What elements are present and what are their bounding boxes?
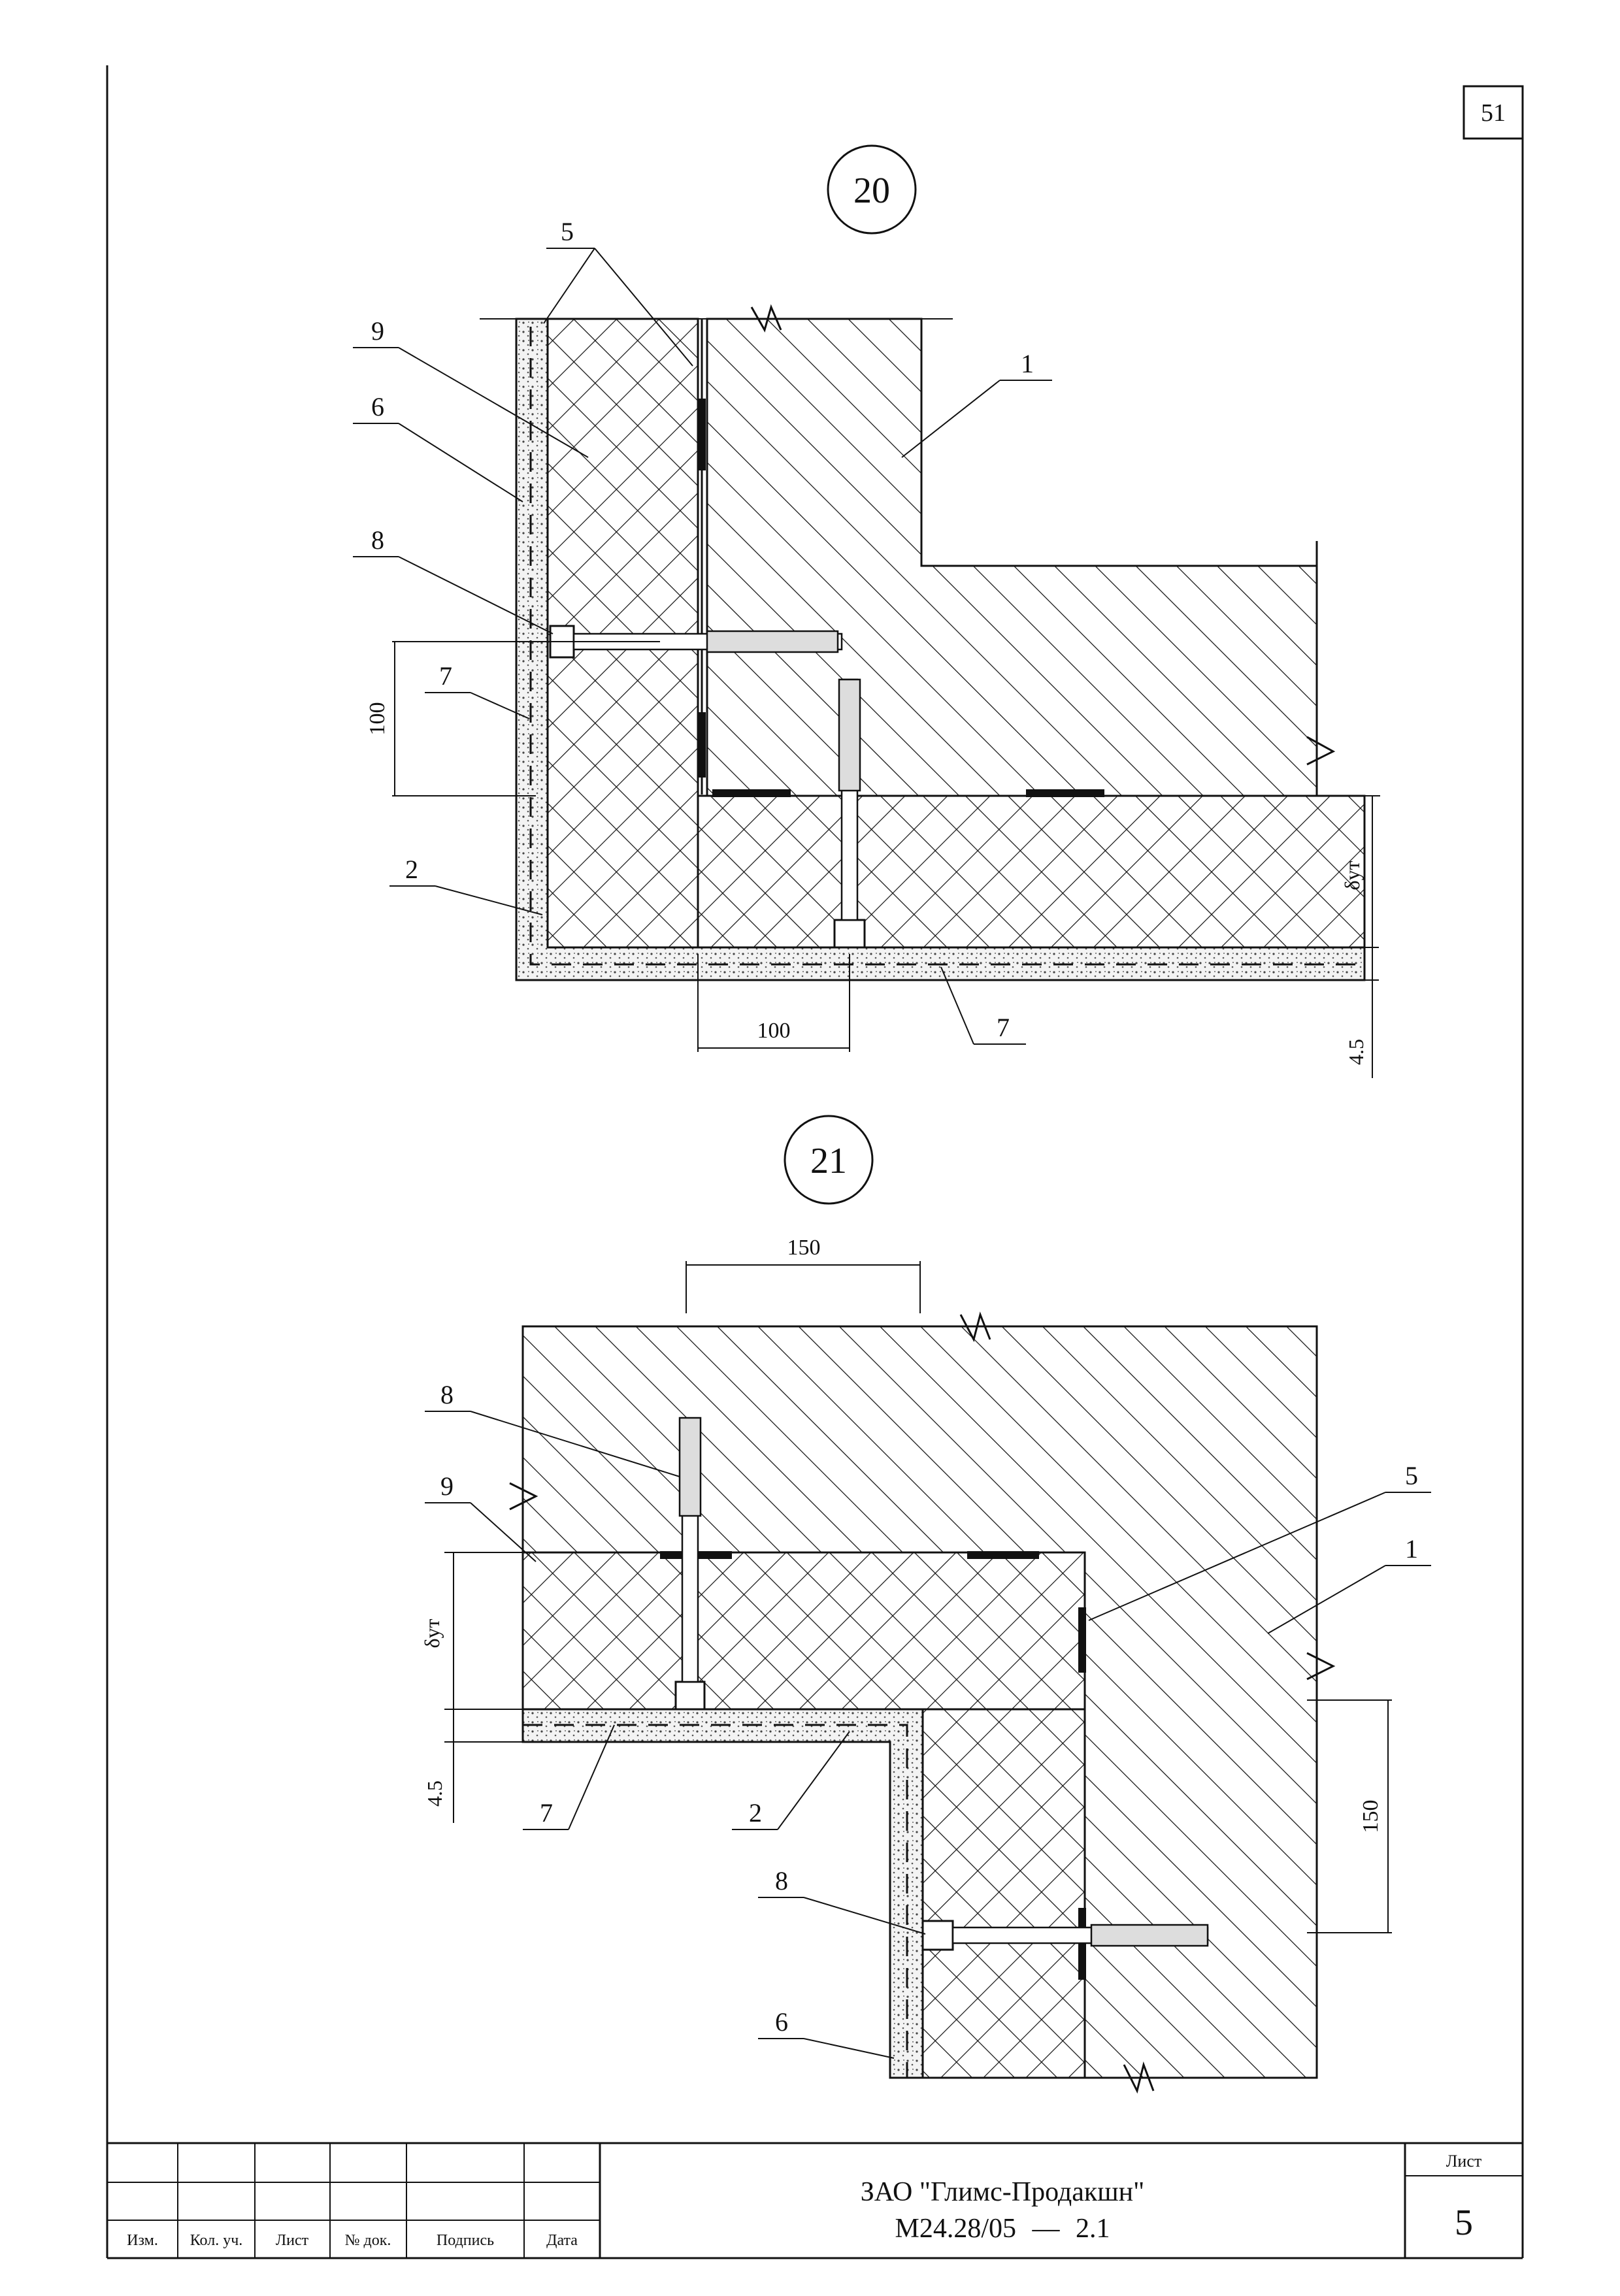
callout-7b: 7 <box>997 1013 1010 1042</box>
callout-1: 1 <box>1021 349 1034 378</box>
header-signature: Подпись <box>437 2232 494 2249</box>
callout-9: 9 <box>371 316 384 346</box>
dim-right-150: 150 <box>1359 1800 1383 1833</box>
dim-horizontal-100: 100 <box>757 1019 791 1043</box>
callout-2: 2 <box>749 1798 762 1828</box>
reinforcing-mesh <box>523 1724 908 2078</box>
sheet-corner-number: 51 <box>1481 99 1506 127</box>
detail-20-marker <box>827 144 917 235</box>
callout-1: 1 <box>1405 1534 1418 1564</box>
dim-plaster: 4.5 <box>1344 1039 1368 1065</box>
sheet-number: 5 <box>1455 2203 1473 2243</box>
callout-7: 7 <box>439 661 452 691</box>
callout-leaders <box>353 248 1052 1045</box>
dim-insulation: δут <box>1340 861 1364 890</box>
document-code-suffix: 2.1 <box>1076 2214 1110 2244</box>
detail-21-marker-label: 21 <box>810 1141 847 1181</box>
reinforcing-mesh <box>529 327 1359 966</box>
document-code-dash: — <box>1032 2214 1061 2244</box>
plaster-layer <box>521 1708 924 2079</box>
dim-plaster: 4.5 <box>423 1780 446 1807</box>
dim-top-150: 150 <box>787 1236 821 1260</box>
document-code-main: М24.28/05 <box>895 2214 1016 2244</box>
insulation-horizontal <box>697 795 1366 949</box>
callout-5: 5 <box>561 217 574 246</box>
header-date: Дата <box>546 2232 578 2249</box>
callout-6: 6 <box>775 2007 788 2037</box>
dim-insulation: δут <box>420 1618 444 1648</box>
insulation-horizontal <box>521 1551 1086 1711</box>
detail-21: 21 150 <box>420 1115 1431 2094</box>
header-izm: Изм. <box>127 2232 158 2249</box>
detail-20: 20 <box>353 144 1380 1078</box>
callout-8b: 8 <box>775 1866 788 1895</box>
callout-8: 8 <box>440 1380 454 1409</box>
sheet-frame: 51 <box>106 65 1524 2259</box>
callout-9: 9 <box>440 1471 454 1501</box>
dowel-anchor <box>674 1417 706 1711</box>
callout-6: 6 <box>371 392 384 421</box>
callout-2: 2 <box>405 855 418 884</box>
callout-8: 8 <box>371 525 384 555</box>
callout-7: 7 <box>540 1798 553 1828</box>
detail-20-marker-label: 20 <box>853 171 890 211</box>
dim-vertical-100: 100 <box>365 702 389 736</box>
title-block: Изм. Кол. уч. Лист № док. Подпись Дата З… <box>107 2142 1523 2258</box>
insulation-vertical <box>921 1708 1086 2079</box>
document-code: М24.28/05 — 2.1 <box>895 2214 1110 2244</box>
sheet-label: Лист <box>1446 2152 1481 2171</box>
header-kol-uch: Кол. уч. <box>190 2232 243 2249</box>
header-list: Лист <box>276 2232 309 2249</box>
dowel-anchor <box>833 678 866 949</box>
dowel-anchor <box>921 1920 1209 1951</box>
concrete-structure <box>706 318 1318 797</box>
callout-5: 5 <box>1405 1461 1418 1490</box>
header-no-doc: № док. <box>345 2232 391 2249</box>
company-name: ЗАО "Глимс-Продакшн" <box>861 2177 1145 2207</box>
detail-21-marker <box>784 1115 874 1205</box>
callout-leaders <box>425 1411 1431 2059</box>
